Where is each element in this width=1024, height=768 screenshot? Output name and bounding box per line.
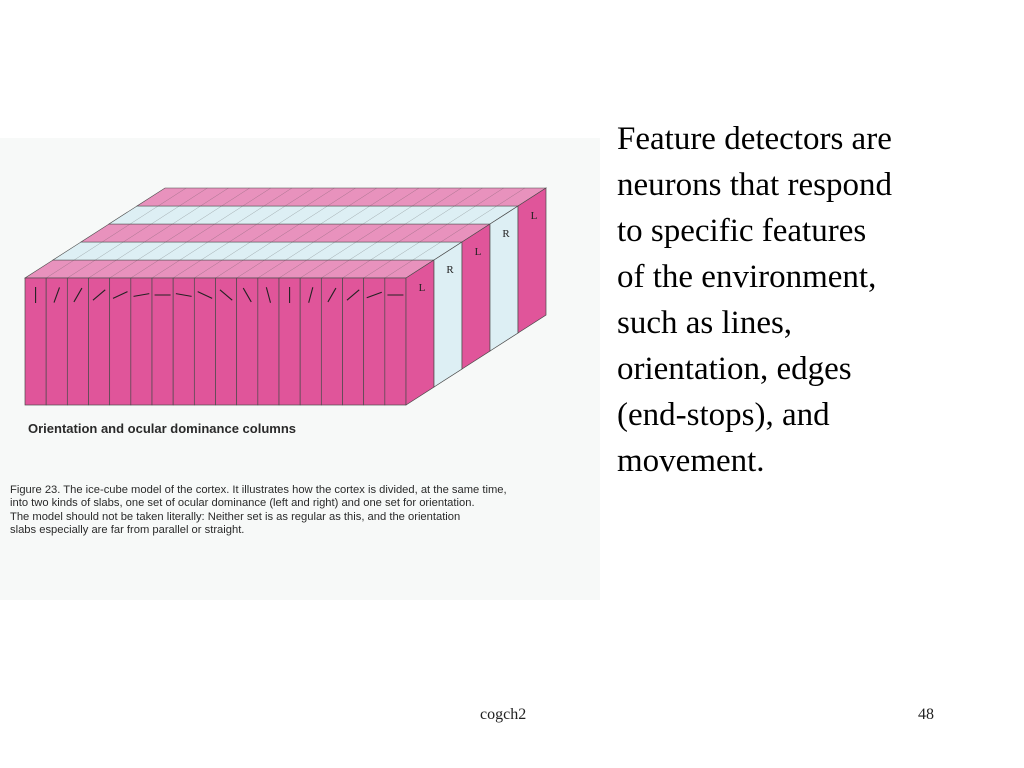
caption-line: Figure 23. The ice-cube model of the cor… — [10, 484, 507, 496]
side-ocular-slab — [517, 187, 547, 334]
orientation-column — [215, 277, 238, 406]
cortex-figure: L R L R L Orientation and ocular dominance c… — [0, 138, 600, 600]
orientation-column — [109, 277, 132, 406]
slab-label: L — [475, 246, 482, 258]
top-column-line — [194, 187, 335, 279]
top-column-line — [215, 187, 356, 279]
orientation-column — [45, 277, 68, 406]
orientation-column — [342, 277, 365, 406]
orientation-mark — [92, 289, 106, 301]
orientation-mark — [133, 293, 150, 297]
slide-number: 48 — [918, 706, 934, 723]
orientation-mark — [327, 287, 337, 303]
caption-line: The model should not be taken literally:… — [10, 510, 461, 523]
orientation-mark — [242, 287, 252, 303]
slab-label: L — [531, 210, 538, 222]
slide-body-text: Feature detectors are neurons that respo… — [617, 116, 1017, 484]
orientation-column — [130, 277, 153, 406]
orientation-mark — [197, 291, 213, 299]
body-line: Feature detectors are — [617, 121, 892, 157]
orientation-mark — [366, 291, 382, 299]
orientation-column — [320, 277, 343, 406]
slab-labels: L R L R L — [419, 210, 538, 294]
orientation-column — [66, 277, 89, 406]
caption-line: slabs especially are far from parallel o… — [10, 524, 245, 537]
top-column-line — [88, 187, 229, 279]
orientation-column — [151, 277, 174, 406]
top-column-line — [236, 187, 377, 279]
orientation-mark — [308, 287, 314, 303]
orientation-mark — [219, 289, 233, 301]
slab-label: R — [502, 228, 510, 240]
caption-line: into two kinds of slabs, one set of ocul… — [10, 497, 475, 510]
front-face — [24, 277, 407, 406]
orientation-marks — [35, 287, 404, 303]
top-column-line — [300, 187, 441, 279]
top-column-line — [321, 187, 462, 279]
top-face — [23, 187, 548, 279]
figure-heading: Orientation and ocular dominance columns — [28, 421, 296, 436]
top-column-line — [130, 187, 271, 279]
top-column-line — [67, 187, 208, 279]
body-line: movement. — [617, 443, 765, 479]
orientation-mark — [265, 287, 272, 303]
orientation-mark — [175, 293, 192, 297]
body-line: orientation, edges — [617, 351, 852, 387]
top-column-line — [363, 187, 504, 279]
orientation-mark — [53, 287, 61, 303]
body-line: to specific features — [617, 213, 867, 249]
body-line: (end-stops), and — [617, 397, 830, 433]
slab-label: L — [419, 282, 426, 294]
figure-caption: Figure 23. The ice-cube model of the cor… — [10, 484, 600, 538]
orientation-mark — [73, 287, 83, 303]
orientation-column — [88, 277, 111, 406]
top-column-line — [173, 187, 314, 279]
slab-label: R — [446, 264, 454, 276]
orientation-mark — [346, 289, 360, 301]
ice-cube-model-diagram: L R L R L — [23, 187, 548, 406]
top-column-line — [384, 187, 525, 279]
top-column-line — [257, 187, 398, 279]
orientation-mark — [112, 291, 128, 299]
top-column-line — [342, 187, 483, 279]
orientation-column — [236, 277, 259, 406]
orientation-column — [172, 277, 195, 406]
orientation-column — [363, 277, 386, 406]
body-line: of the environment, — [617, 259, 877, 295]
orientation-column — [384, 277, 407, 406]
top-column-line — [278, 187, 420, 279]
top-column-line — [109, 187, 250, 279]
top-column-line — [46, 187, 187, 279]
footer-title: cogch2 — [480, 706, 527, 723]
orientation-column — [193, 277, 216, 406]
body-line: neurons that respond — [617, 167, 892, 203]
top-column-line — [151, 187, 293, 279]
body-line: such as lines, — [617, 305, 793, 341]
side-face — [405, 187, 547, 406]
